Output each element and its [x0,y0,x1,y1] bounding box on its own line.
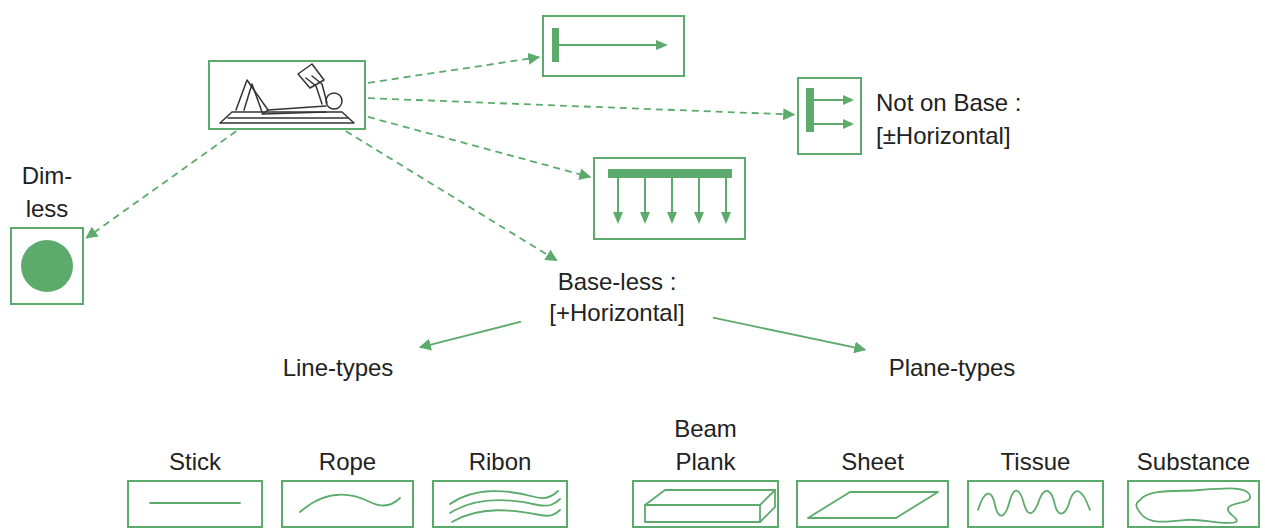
dashed-arrow [368,98,794,114]
shape-label: Ribon [435,445,565,478]
shape-type-icons [150,488,1250,523]
shape-label: Sheet [808,445,938,478]
shape-label: Dim- less [12,159,82,225]
shape-label: Beam Plank [661,412,751,478]
dashed-arrow [86,131,236,238]
icon-box: Sheet [796,480,949,528]
icon-box [593,157,746,240]
category-label: Plane-types [872,352,1032,383]
icon-box: Tissue [967,480,1104,528]
icon-box: Beam Plank [632,480,779,528]
category-label: Base-less : [+Horizontal] [527,266,707,328]
icon-box: Dim- less [10,227,84,305]
dashed-arrow [368,57,539,83]
shape-label: Substance [1130,445,1258,478]
shape-label: Rope [283,445,413,478]
dashed-arrow [368,117,590,177]
direction-icons [21,28,854,292]
icon-box: Not on Base : [±Horizontal] [797,77,862,155]
arrow [420,322,521,348]
shape-label: Not on Base : [±Horizontal] [876,86,1066,152]
icon-box [542,15,685,77]
arrow [713,318,865,350]
icon-box [208,60,366,130]
shape-label: Stick [130,445,260,478]
text-node: Line-types [258,352,418,384]
icon-box: Ribon [432,480,568,528]
category-label: Line-types [258,352,418,383]
person-reading-figure [220,64,354,123]
text-node: Plane-types [872,352,1032,384]
shape-label: Tissue [971,445,1101,478]
icon-box: Substance [1127,480,1260,528]
dashed-arrow [346,131,557,260]
icon-box: Rope [281,480,414,528]
text-node: Base-less : [+Horizontal] [527,266,707,329]
icon-box: Stick [127,480,263,528]
